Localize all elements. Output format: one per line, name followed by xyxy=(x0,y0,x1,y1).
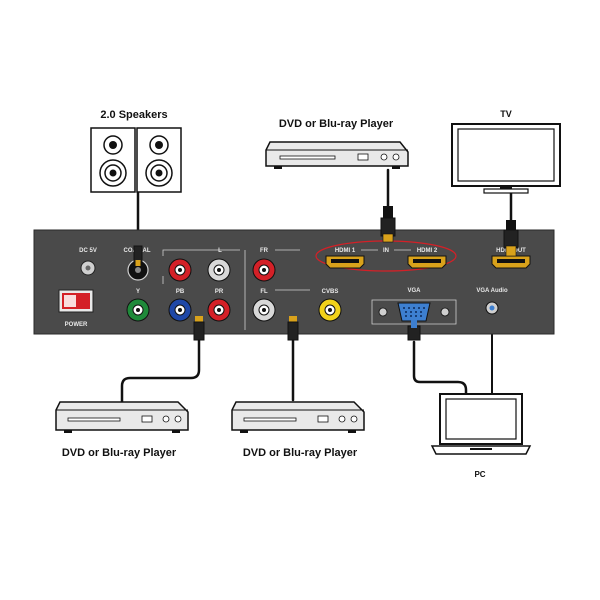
vga-plug xyxy=(407,318,421,341)
dc5v-port xyxy=(80,260,96,276)
speaker-left xyxy=(90,127,136,193)
audio-section-outline xyxy=(244,249,310,330)
speakers: 2.0 Speakers xyxy=(90,109,182,193)
component-pb-port xyxy=(168,298,192,322)
dvd-player-top: DVD or Blu-ray Player xyxy=(265,118,409,169)
plugs xyxy=(133,206,519,341)
component-y-port xyxy=(126,298,150,322)
vga-audio-label: VGA Audio xyxy=(476,288,508,294)
audio-white-port xyxy=(207,258,231,282)
hdmi-in-plug xyxy=(380,206,396,243)
cvbs-plug xyxy=(287,316,299,341)
fr-label: FR xyxy=(260,248,269,254)
fl-white-port xyxy=(252,298,276,322)
vga-audio-port xyxy=(485,301,499,315)
power-label: POWER xyxy=(65,322,88,328)
component-section-outline xyxy=(162,249,240,284)
audio-red-port xyxy=(168,258,192,282)
tv: TV xyxy=(451,109,561,194)
dvd-top-label: DVD or Blu-ray Player xyxy=(279,118,394,130)
dvd-player-bottom-mid: DVD or Blu-ray Player xyxy=(231,401,365,459)
fl-label: FL xyxy=(260,289,268,295)
hdmi2-label: HDMI 2 xyxy=(417,248,438,254)
coaxial-plug xyxy=(133,245,143,266)
cvbs-label: CVBS xyxy=(322,289,339,295)
vga-label: VGA xyxy=(407,288,421,294)
component-plug xyxy=(193,316,205,341)
pc-label: PC xyxy=(474,470,485,479)
dvd-player-bottom-left: DVD or Blu-ray Player xyxy=(55,401,189,459)
vga-cable xyxy=(412,340,468,396)
fr-red-port xyxy=(252,258,276,282)
pb-label: PB xyxy=(176,289,185,295)
hdmi-out-port xyxy=(491,255,531,269)
dvd-bottom-mid-label: DVD or Blu-ray Player xyxy=(243,447,358,459)
dvd-left-cable xyxy=(120,338,201,404)
dvd-bottom-left-label: DVD or Blu-ray Player xyxy=(62,447,177,459)
l-label: L xyxy=(218,248,222,254)
pr-label: PR xyxy=(215,289,224,295)
vga-port xyxy=(371,299,457,325)
hdmi1-port xyxy=(325,255,365,269)
speakers-label: 2.0 Speakers xyxy=(100,109,167,121)
hdmi1-label: HDMI 1 xyxy=(335,248,356,254)
in-label: IN xyxy=(383,248,389,254)
pc-laptop: PC xyxy=(430,393,532,479)
component-pr-port xyxy=(207,298,231,322)
tv-label: TV xyxy=(500,109,512,119)
y-label: Y xyxy=(136,289,140,295)
power-switch xyxy=(58,289,94,313)
cvbs-yellow-port xyxy=(318,298,342,322)
speaker-right xyxy=(136,127,182,193)
dc5v-label: DC 5V xyxy=(79,248,97,254)
hdmi-out-plug xyxy=(503,220,519,257)
hdmi2-port xyxy=(407,255,447,269)
